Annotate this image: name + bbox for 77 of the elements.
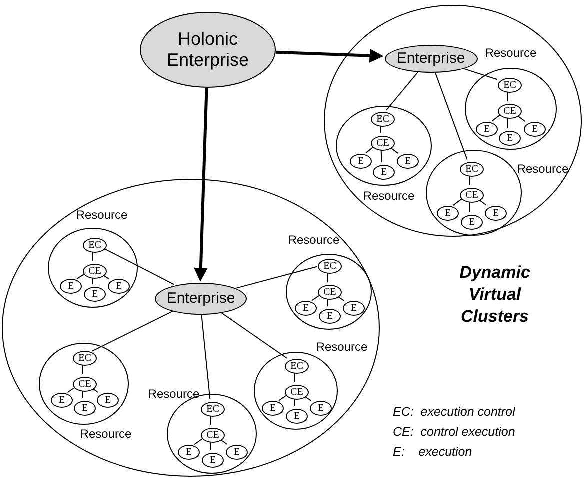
component-ellipse: E — [226, 444, 248, 460]
component-ellipse: EC — [73, 350, 97, 366]
component-ellipse: CE — [318, 284, 342, 300]
resource-label: Resource — [315, 340, 369, 354]
component-ellipse: E — [262, 400, 284, 416]
connector-line — [461, 68, 498, 80]
connector-line — [201, 314, 211, 400]
component-ellipse: E — [74, 400, 96, 416]
connector-line — [210, 440, 212, 451]
connector-line — [492, 114, 501, 122]
component-ellipse: CE — [498, 104, 522, 118]
connector-line — [210, 414, 212, 426]
component-ellipse: E — [178, 444, 200, 460]
component-ellipse: E — [499, 130, 521, 146]
component-ellipse: EC — [285, 358, 309, 374]
connector-line — [294, 371, 296, 383]
component-ellipse: E — [295, 300, 317, 316]
connector-line — [366, 146, 374, 154]
connector-line — [311, 295, 320, 302]
component-ellipse: E — [485, 206, 507, 220]
component-ellipse: CE — [460, 188, 484, 202]
resource-label: Resource — [75, 208, 129, 222]
component-ellipse: E — [60, 278, 82, 294]
component-ellipse: E — [350, 154, 372, 168]
connector-line — [92, 250, 94, 262]
resource-label: Resource — [362, 189, 416, 203]
component-ellipse: E — [84, 286, 106, 302]
component-ellipse: E — [437, 206, 459, 220]
key-text: EC: execution control — [393, 405, 516, 419]
component-ellipse: E — [343, 300, 365, 316]
connector-line — [236, 266, 318, 289]
resource-label: Resource — [516, 162, 570, 176]
connector-line — [452, 198, 463, 206]
component-ellipse: E — [461, 214, 483, 230]
component-ellipse: CE — [83, 264, 107, 278]
connector-line — [92, 310, 174, 352]
component-ellipse: E — [51, 392, 73, 408]
component-ellipse: E — [202, 452, 224, 468]
connector-line — [76, 274, 85, 280]
component-ellipse: CE — [201, 428, 225, 442]
cluster-ellipse — [324, 5, 582, 237]
resource-label: Resource — [147, 387, 201, 401]
component-ellipse: EC — [318, 258, 342, 274]
connector-line — [380, 148, 382, 163]
component-ellipse: EC — [460, 162, 484, 176]
arrow — [276, 48, 384, 63]
component-ellipse: EC — [201, 402, 225, 416]
resource-label: Resource — [287, 233, 341, 247]
component-ellipse: E — [310, 400, 332, 416]
key-text: CE: control execution — [393, 425, 516, 439]
connector-line — [194, 438, 204, 446]
component-ellipse: E — [397, 154, 419, 168]
holon-ellipse: Holonic Enterprise — [140, 12, 276, 88]
component-ellipse: EC — [371, 112, 395, 126]
resource-label: Resource — [484, 46, 538, 60]
component-ellipse: EC — [498, 78, 522, 92]
component-ellipse: E — [524, 122, 546, 136]
component-ellipse: E — [319, 308, 341, 324]
holon-ellipse: Enterprise — [155, 283, 247, 315]
connector-line — [82, 363, 84, 375]
arrow — [194, 88, 208, 282]
component-ellipse: CE — [371, 136, 395, 150]
resource-label: Resource — [79, 427, 133, 441]
connector-line — [386, 71, 420, 111]
key-text: E: execution — [393, 445, 474, 459]
component-ellipse: EC — [83, 238, 107, 252]
component-ellipse: E — [108, 278, 130, 294]
component-ellipse: E — [373, 164, 395, 180]
component-ellipse: E — [97, 392, 119, 408]
connector-line — [434, 71, 468, 160]
annotation-text: Dynamic Virtual Clusters — [458, 262, 532, 328]
component-ellipse: CE — [285, 384, 309, 400]
component-ellipse: E — [476, 122, 498, 136]
connector-line — [278, 395, 288, 402]
component-ellipse: CE — [73, 376, 97, 392]
component-ellipse: E — [286, 408, 308, 424]
holon-ellipse: Enterprise — [384, 45, 478, 73]
